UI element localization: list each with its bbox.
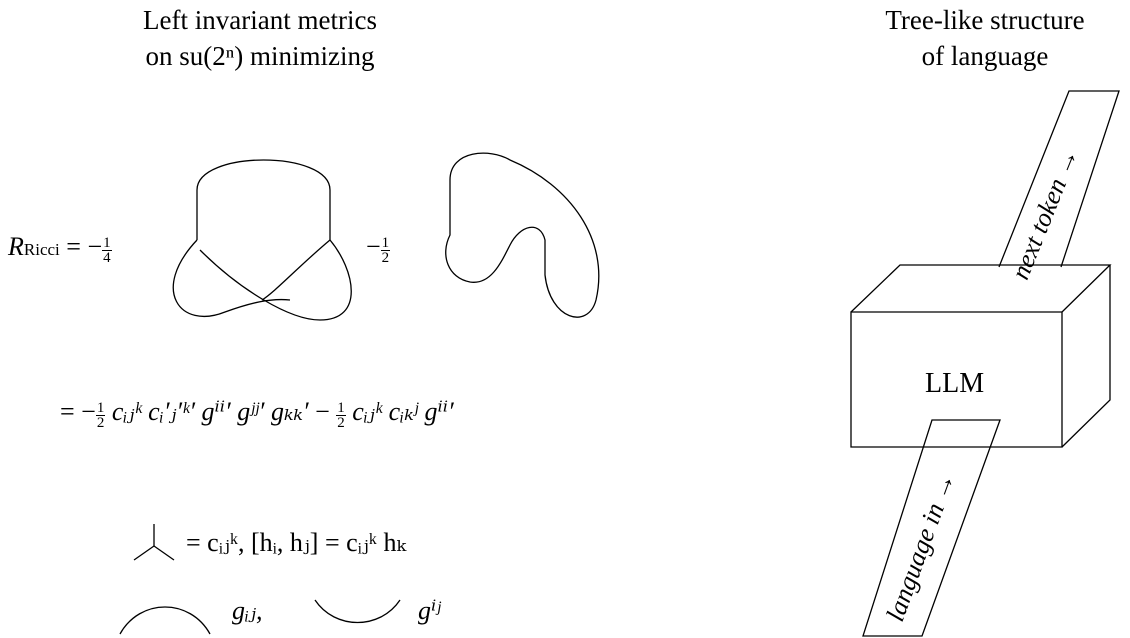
expansion-term-1: cᵢⱼᵏ cᵢ′ⱼ′ᵏ′ gⁱⁱ′ gʲʲ′ gₖₖ′	[111, 397, 309, 426]
ricci-subscript: Ricci	[23, 240, 60, 259]
right-title-line1: Tree-like structure	[885, 5, 1085, 35]
right-title-line2: of language	[921, 41, 1049, 71]
left-title-line2: on su(2ⁿ) minimizing	[145, 41, 375, 71]
metric-upper: gⁱʲ	[418, 596, 441, 625]
cap-arc-icon	[119, 606, 211, 635]
ricci-equals: = −	[66, 232, 103, 261]
language-in-strip	[862, 419, 1001, 637]
cup-arc-icon	[314, 599, 401, 623]
knot-diagram-1	[172, 159, 352, 321]
left-title-line1: Left invariant metrics	[143, 5, 377, 35]
right-title: Tree-like structure of language	[850, 2, 1120, 74]
next-token-strip	[998, 90, 1120, 268]
knot-diagram-2	[445, 152, 600, 318]
metric-lower: gᵢⱼ,	[232, 596, 263, 625]
vertex-definition: = cᵢⱼᵏ, [hᵢ, hⱼ] = cᵢⱼᵏ hₖ	[186, 528, 406, 557]
vertex-icon	[133, 524, 175, 561]
left-title: Left invariant metrics on su(2ⁿ) minimiz…	[110, 2, 410, 74]
expansion-term-2: cᵢⱼᵏ cᵢₖʲ gⁱⁱ′	[352, 397, 454, 426]
llm-box	[850, 264, 1112, 448]
llm-label: LLM	[925, 368, 985, 399]
